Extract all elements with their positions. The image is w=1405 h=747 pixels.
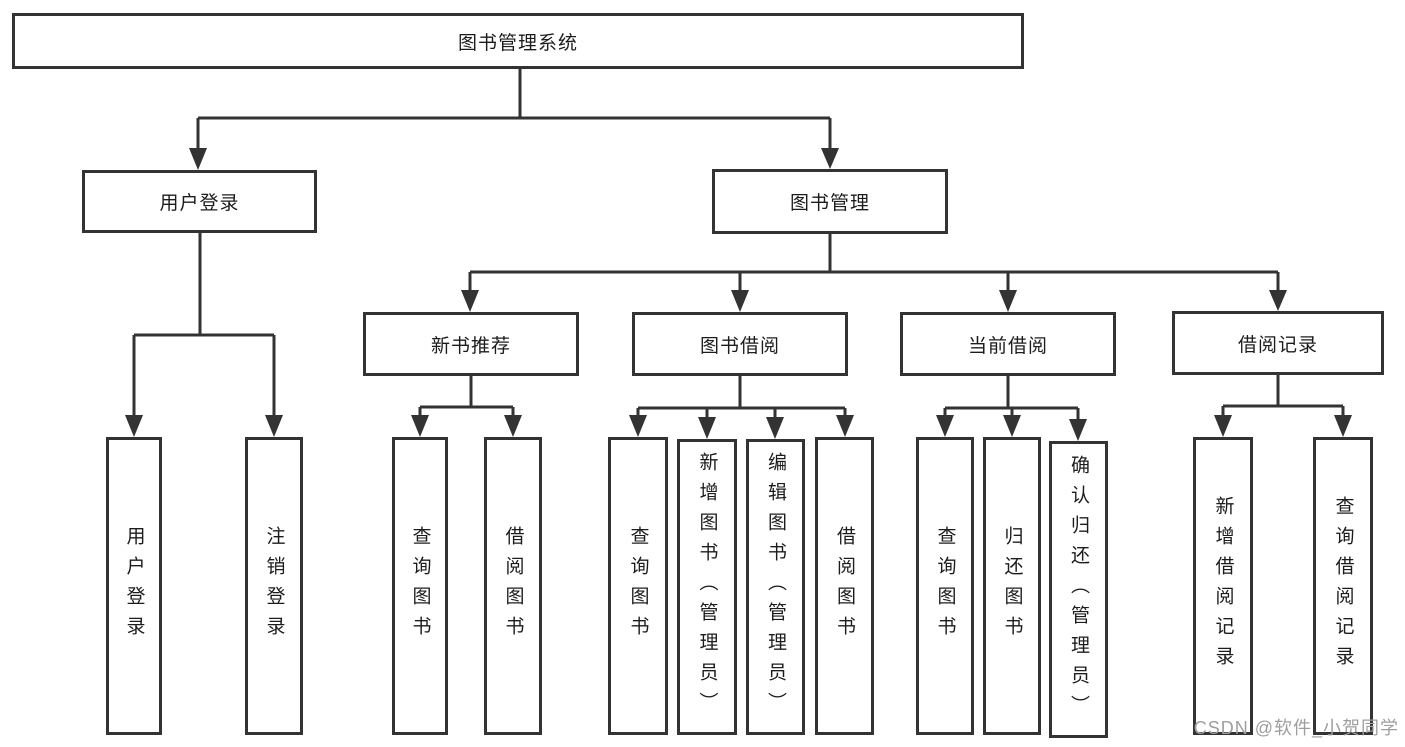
- node-leaf-confirm-return-label: 确认归还（管理员）: [1068, 454, 1089, 725]
- node-book-borrowing-label: 图书借阅: [699, 335, 780, 357]
- node-library-system-label: 图书管理系统: [457, 32, 578, 54]
- node-leaf-return-book: 归还图书: [983, 437, 1041, 735]
- node-leaf-borrow-book-1-label: 借阅图书: [502, 526, 524, 646]
- csdn-watermark: CSDN @软件_小贺同学: [1193, 718, 1399, 738]
- node-leaf-user-login-label: 用户登录: [123, 526, 145, 646]
- node-leaf-query-book-3: 查询图书: [916, 437, 974, 735]
- node-user-login-label: 用户登录: [159, 193, 240, 214]
- node-current-borrowing: 当前借阅: [900, 312, 1116, 376]
- node-leaf-query-book-1: 查询图书: [392, 437, 448, 735]
- node-leaf-edit-book: 编辑图书（管理员）: [746, 439, 805, 735]
- node-leaf-add-book-label: 新增图书（管理员）: [696, 452, 718, 722]
- node-leaf-user-login: 用户登录: [106, 437, 162, 735]
- node-leaf-query-borrow-record: 查询借阅记录: [1313, 437, 1373, 735]
- node-leaf-query-book-2-label: 查询图书: [627, 526, 649, 646]
- node-leaf-borrow-book-1: 借阅图书: [484, 437, 542, 735]
- node-leaf-return-book-label: 归还图书: [1001, 526, 1023, 646]
- node-borrow-records: 借阅记录: [1172, 311, 1384, 375]
- node-new-book-recommend: 新书推荐: [363, 312, 579, 376]
- node-leaf-query-book-3-label: 查询图书: [934, 526, 956, 646]
- node-leaf-add-book: 新增图书（管理员）: [677, 439, 737, 735]
- node-leaf-edit-book-label: 编辑图书（管理员）: [765, 452, 786, 722]
- node-current-borrowing-label: 当前借阅: [967, 335, 1048, 357]
- node-leaf-borrow-book-2: 借阅图书: [815, 437, 874, 735]
- node-leaf-confirm-return: 确认归还（管理员）: [1049, 441, 1108, 738]
- node-library-system: 图书管理系统: [12, 13, 1024, 69]
- node-book-management: 图书管理: [712, 169, 948, 234]
- node-book-borrowing: 图书借阅: [632, 312, 848, 376]
- node-leaf-logout: 注销登录: [245, 437, 303, 735]
- node-leaf-logout-label: 注销登录: [263, 526, 285, 646]
- arrowheads: [125, 148, 1352, 441]
- node-leaf-query-book-2: 查询图书: [608, 437, 668, 735]
- node-leaf-borrow-book-2-label: 借阅图书: [834, 526, 855, 646]
- node-leaf-query-book-1-label: 查询图书: [409, 526, 431, 646]
- node-new-book-recommend-label: 新书推荐: [430, 335, 511, 357]
- node-book-management-label: 图书管理: [789, 193, 870, 214]
- node-leaf-add-borrow-record: 新增借阅记录: [1193, 437, 1253, 735]
- node-leaf-add-borrow-record-label: 新增借阅记录: [1212, 496, 1234, 676]
- node-leaf-query-borrow-record-label: 查询借阅记录: [1332, 496, 1354, 676]
- node-borrow-records-label: 借阅记录: [1237, 334, 1318, 356]
- node-user-login: 用户登录: [82, 170, 317, 233]
